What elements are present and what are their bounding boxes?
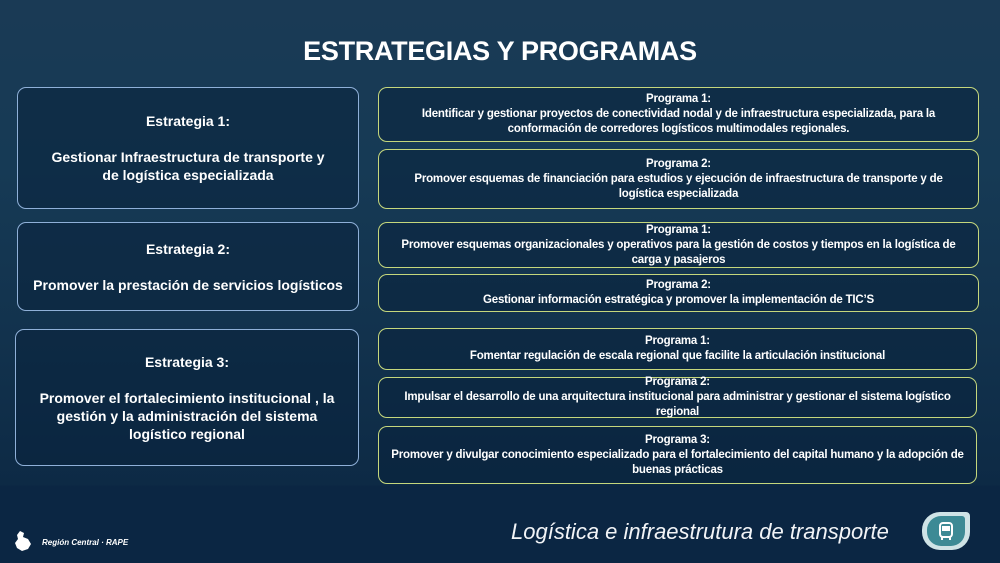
- strategy-1: Estrategia 1: Gestionar Infraestructura …: [17, 87, 359, 209]
- program-label: Programa 2:: [645, 376, 710, 388]
- page-title: ESTRATEGIAS Y PROGRAMAS: [303, 36, 697, 66]
- program-3-2: Programa 2: Impulsar el desarrollo de un…: [378, 376, 977, 418]
- section-title: Logística e infraestrutura de transporte: [511, 519, 889, 544]
- program-text: Impulsar el desarrollo de una arquitectu…: [404, 391, 951, 418]
- program-3-1: Programa 1: Fomentar regulación de escal…: [378, 328, 977, 370]
- program-text: Promover esquemas de financiación para e…: [414, 172, 943, 200]
- program-text: Fomentar regulación de escala regional q…: [469, 350, 886, 362]
- program-1-1: Programa 1: Identificar y gestionar proy…: [378, 87, 979, 142]
- strategy-text: Promover la prestación de servicios logí…: [33, 276, 343, 293]
- program-3-3: Programa 3: Promover y divulgar conocimi…: [378, 426, 977, 484]
- program-label: Programa 1:: [646, 223, 711, 236]
- program-text: Gestionar información estratégica y prom…: [483, 294, 874, 306]
- program-label: Programa 3:: [645, 433, 710, 446]
- program-text: Identificar y gestionar proyectos de con…: [421, 108, 936, 135]
- strategy-text: Gestionar Infraestructura de transporte …: [51, 149, 325, 183]
- program-2-1: Programa 1: Promover esquemas organizaci…: [378, 222, 979, 268]
- program-label: Programa 1:: [645, 335, 710, 347]
- strategy-label: Estrategia 2:: [145, 240, 231, 257]
- program-label: Programa 2:: [646, 157, 711, 170]
- bus-icon: [922, 512, 970, 550]
- program-label: Programa 2:: [646, 279, 711, 291]
- program-label: Programa 1:: [646, 93, 711, 105]
- strategy-label: Estrategia 1:: [145, 113, 231, 129]
- program-2-2: Programa 2: Gestionar información estrat…: [378, 274, 979, 312]
- strategy-text: Promover el fortalecimiento instituciona…: [39, 389, 335, 442]
- strategy-2: Estrategia 2: Promover la prestación de …: [17, 222, 359, 311]
- region-map-logo-icon: [15, 531, 31, 551]
- program-1-2: Programa 2: Promover esquemas de financi…: [378, 149, 979, 209]
- strategy-3: Estrategia 3: Promover el fortalecimient…: [15, 329, 359, 466]
- program-text: Promover esquemas organizacionales y ope…: [401, 238, 956, 266]
- brand-text: Región Central · RAPE: [42, 538, 129, 547]
- strategy-label: Estrategia 3:: [144, 353, 230, 370]
- program-text: Promover y divulgar conocimiento especia…: [391, 448, 964, 476]
